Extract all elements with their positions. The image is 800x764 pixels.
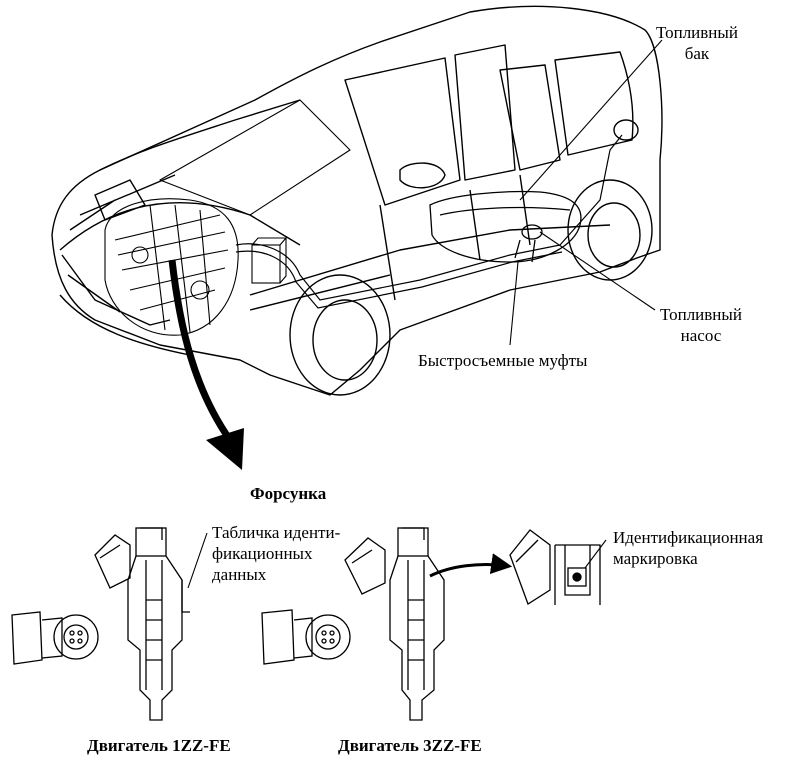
label-fuel-pump: Топливный насос — [660, 304, 742, 346]
engine-illustration — [104, 198, 288, 336]
label-id-marking: Идентификационная маркировка — [613, 527, 763, 569]
label-id-plate-line2: фикационных — [212, 544, 313, 563]
leader-line-marking — [584, 539, 607, 569]
label-engine-1zz: Двигатель 1ZZ-FE — [87, 736, 231, 755]
label-quick-connectors: Быстросъемные муфты — [418, 351, 588, 370]
label-id-marking-line1: Идентификационная — [613, 528, 764, 547]
callout-arrow — [168, 259, 244, 470]
label-injector-title: Форсунка — [250, 484, 327, 503]
label-id-plate: Табличка иденти- фикационных данных — [212, 522, 340, 585]
label-fuel-tank: Топливный бак — [656, 22, 738, 64]
car-illustration — [51, 5, 663, 396]
label-id-marking-line2: маркировка — [613, 549, 698, 568]
leader-lines — [509, 39, 663, 346]
detail-arrow — [429, 553, 513, 578]
label-fuel-tank-line2: бак — [684, 44, 710, 63]
label-fuel-pump-line2: насос — [680, 326, 722, 345]
marking-detail — [509, 529, 601, 605]
injector-3zz — [261, 527, 445, 721]
label-id-plate-line3: данных — [212, 565, 267, 584]
label-fuel-pump-line1: Топливный — [660, 305, 742, 324]
leader-line-plate — [187, 532, 208, 589]
label-engine-3zz: Двигатель 3ZZ-FE — [338, 736, 482, 755]
fuel-tank-illustration — [429, 190, 582, 263]
injector-1zz — [11, 527, 190, 721]
label-fuel-tank-line1: Топливный — [656, 23, 738, 42]
label-id-plate-line1: Табличка иденти- — [212, 523, 341, 542]
